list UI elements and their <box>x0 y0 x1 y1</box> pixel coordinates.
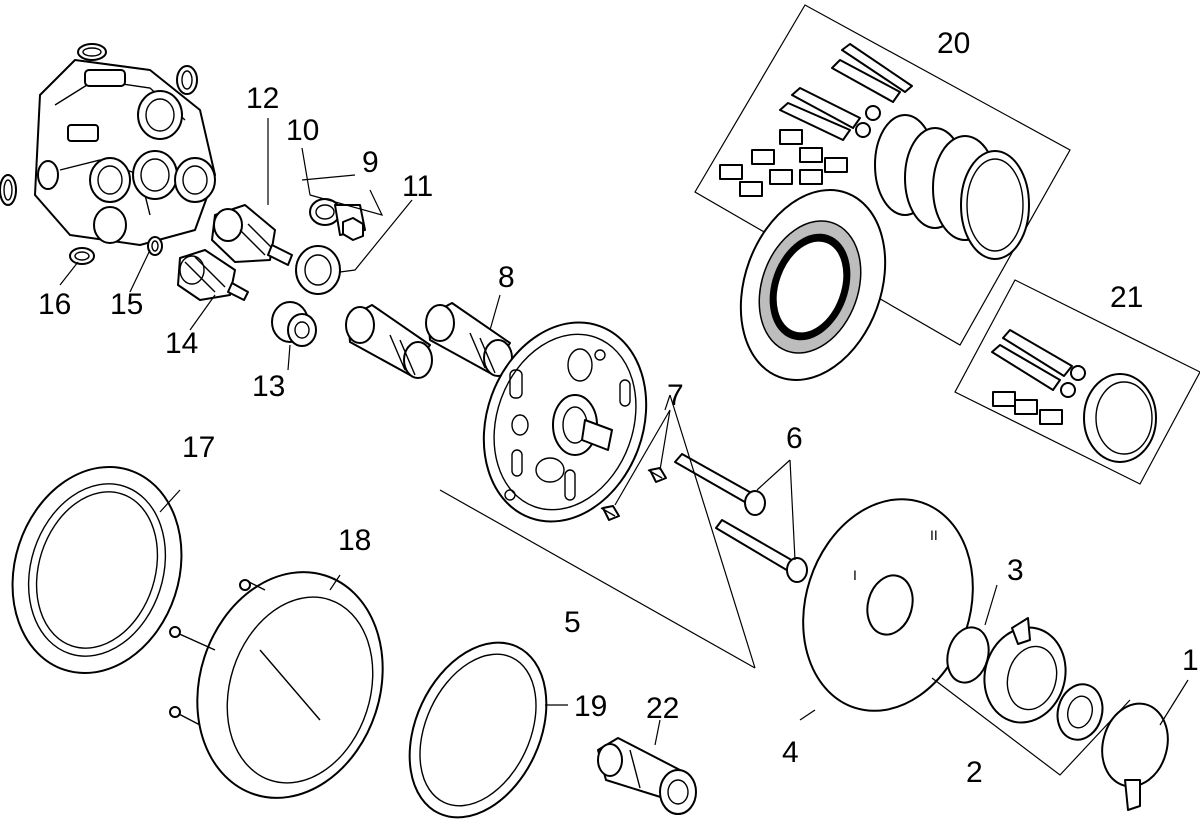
part-20-kit <box>694 4 1071 346</box>
part-14-cartridge <box>177 249 249 301</box>
callout-11: 11 <box>402 170 433 203</box>
part-6-bolts <box>674 453 808 583</box>
part-8-extension-sleeve-b <box>425 302 513 377</box>
callout-10: 10 <box>286 114 319 147</box>
part-4-cover-plate <box>802 498 974 712</box>
part-13-bushing <box>271 301 317 347</box>
part-8-extension-sleeve-a <box>345 304 433 379</box>
callout-22: 22 <box>646 692 679 725</box>
callout-1: 1 <box>1182 644 1199 677</box>
callout-6: 6 <box>786 422 803 455</box>
part-16-o-rings <box>0 43 198 265</box>
callout-18: 18 <box>338 524 371 557</box>
part-19-ring <box>408 641 548 819</box>
part-15-o-ring <box>147 236 163 256</box>
cover-mark-2: II <box>930 527 938 543</box>
part-11-nut <box>295 245 341 295</box>
callouts: 1 2 3 4 5 6 7 8 9 10 11 12 13 14 15 16 1… <box>38 27 1199 789</box>
callout-21: 21 <box>1110 281 1143 314</box>
leader-lines <box>59 118 1189 776</box>
callout-14: 14 <box>165 327 198 360</box>
callout-19: 19 <box>574 690 607 723</box>
part-9-check-valve <box>334 204 366 241</box>
callout-12: 12 <box>246 82 279 115</box>
callout-7: 7 <box>667 379 684 412</box>
callout-13: 13 <box>252 370 285 403</box>
wall-seal-plate <box>739 189 887 381</box>
part-18-mounting-frame <box>169 571 384 799</box>
part-2-handle-assembly <box>983 617 1104 741</box>
callout-3: 3 <box>1007 554 1024 587</box>
part-7-screws <box>600 467 667 521</box>
callout-17: 17 <box>182 431 215 464</box>
callout-4: 4 <box>782 736 799 769</box>
callout-9: 9 <box>362 146 379 179</box>
callout-15: 15 <box>110 288 143 321</box>
callout-2: 2 <box>966 756 983 789</box>
part-22-cartridge <box>597 737 697 815</box>
part-12-cartridge <box>211 204 293 266</box>
cover-mark-1: I <box>853 567 857 583</box>
part-1-handle-knob <box>1101 702 1169 811</box>
part-17-finishing-ring <box>11 465 183 675</box>
callout-20: 20 <box>937 27 970 60</box>
callout-8: 8 <box>498 261 515 294</box>
callout-5: 5 <box>564 606 581 639</box>
part-21-kit <box>954 279 1200 485</box>
part-16-valve-body <box>34 59 216 246</box>
callout-16: 16 <box>38 288 71 321</box>
part-5-mounting-plate <box>482 321 648 523</box>
